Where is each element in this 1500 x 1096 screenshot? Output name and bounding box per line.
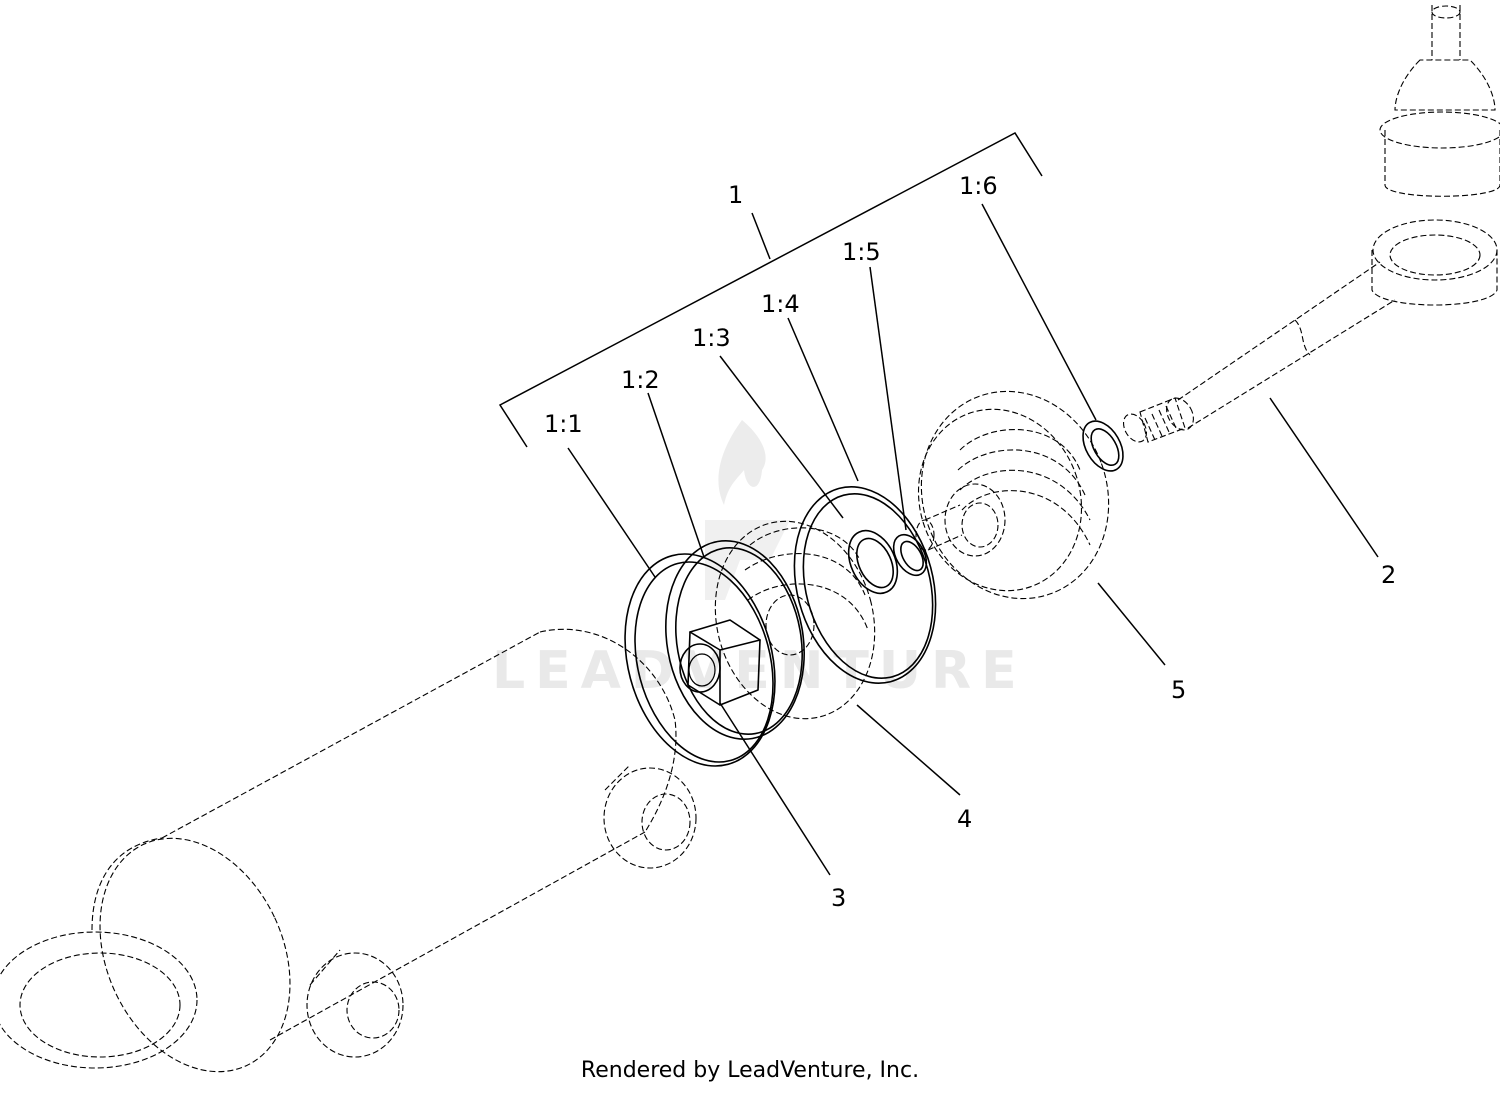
leader-1-3 xyxy=(719,355,844,519)
watermark-mark-icon xyxy=(705,520,790,600)
callout-1-6: 1:6 xyxy=(959,172,998,200)
watermark: LEADVENTURE xyxy=(492,420,1017,701)
o-ring-1-5 xyxy=(892,533,928,577)
callout-1: 1 xyxy=(728,181,743,209)
o-ring-1-6 xyxy=(1082,420,1124,472)
callout-2: 2 xyxy=(1381,561,1396,589)
seal-ring-1-4 xyxy=(793,486,937,684)
callout-1-3: 1:3 xyxy=(692,324,731,352)
o-ring-1-3 xyxy=(847,529,899,595)
callout-4: 4 xyxy=(957,805,972,833)
leader-1-6 xyxy=(981,203,1097,421)
nut xyxy=(679,619,761,706)
watermark-flame-icon xyxy=(718,420,766,505)
seal-ring-1-1 xyxy=(624,553,776,767)
render-credit: Rendered by LeadVenture, Inc. xyxy=(580,1058,920,1083)
callout-1-5: 1:5 xyxy=(842,238,881,266)
callout-1-1: 1:1 xyxy=(544,410,583,438)
gland xyxy=(915,390,1110,600)
leader-1-5 xyxy=(869,266,907,531)
callout-1-4: 1:4 xyxy=(761,290,800,318)
leader-3 xyxy=(719,702,831,876)
rod-eye xyxy=(1371,5,1500,306)
callout-5: 5 xyxy=(1171,676,1186,704)
leader-1-2 xyxy=(647,392,705,558)
callout-1-2: 1:2 xyxy=(621,366,660,394)
leader-1-4 xyxy=(787,317,859,482)
leader-2 xyxy=(1269,397,1379,558)
callout-3: 3 xyxy=(831,884,846,912)
leader-1 xyxy=(751,212,771,260)
leader-5 xyxy=(1097,582,1166,666)
kit-bracket xyxy=(498,132,1043,448)
piston-rod xyxy=(1122,261,1396,443)
piston xyxy=(714,520,876,720)
cylinder-body xyxy=(0,628,697,1073)
seal-ring-1-2 xyxy=(665,540,805,740)
leader-4 xyxy=(856,704,961,796)
leader-1-1 xyxy=(567,447,656,578)
